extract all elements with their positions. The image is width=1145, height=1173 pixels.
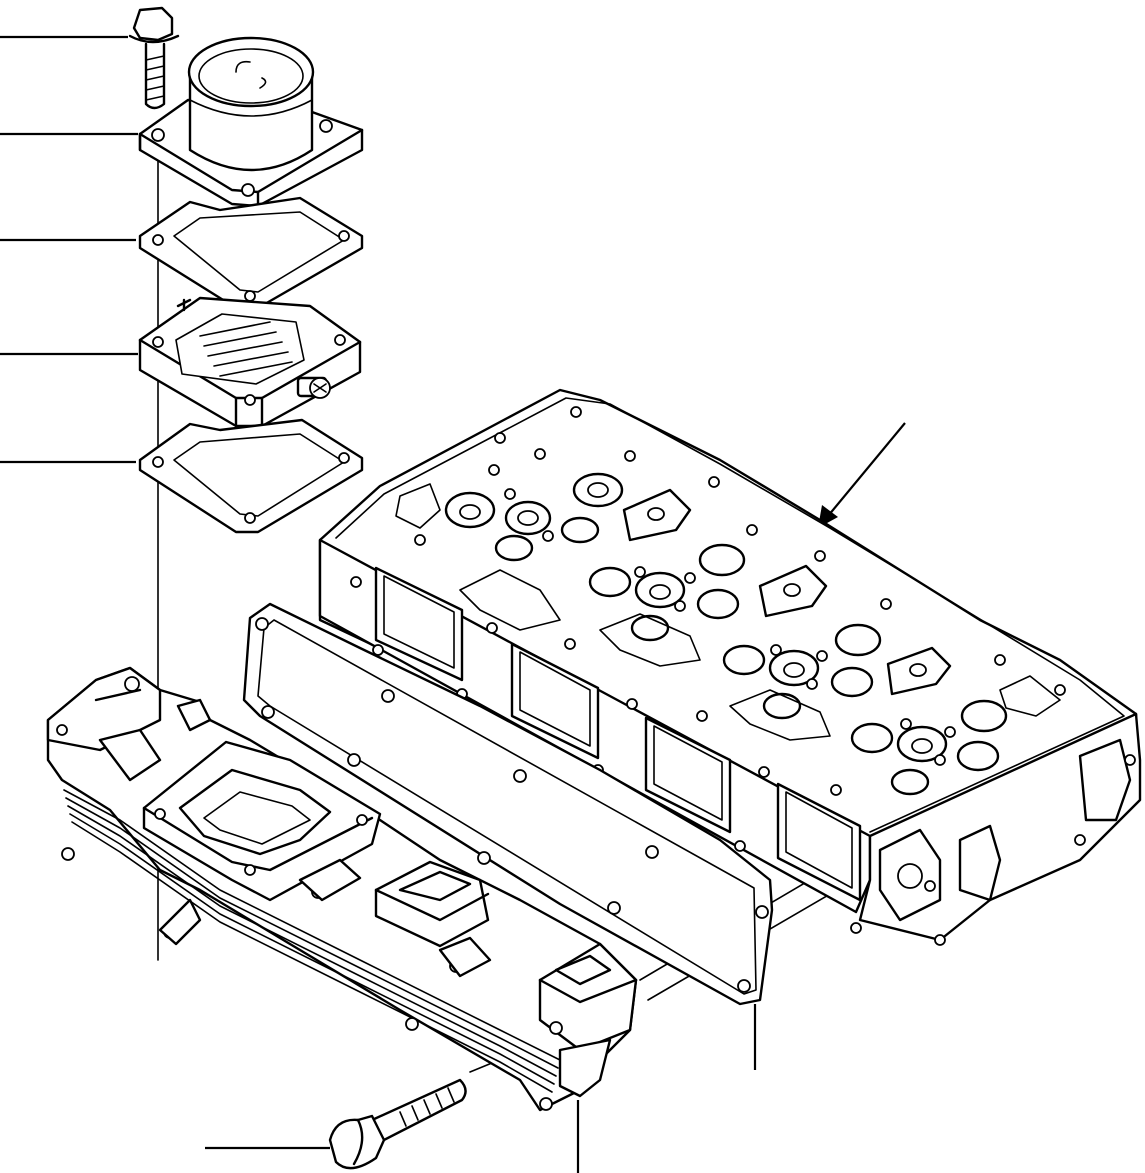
cylinder-2-cluster [588,488,746,642]
flange-bolt-icon [128,6,180,110]
cylinder-4-cluster [850,646,1008,796]
manifold-bolt-icon [328,1078,467,1170]
intake-connector-icon [138,36,364,208]
lower-gasket-icon [138,418,364,534]
cylinder-head-icon [318,388,1142,946]
intake-manifold-icon [46,666,638,1112]
leader-cylinder-head [827,422,906,517]
manifold-gasket-icon [242,602,774,1006]
cylinder-1-cluster [444,472,624,562]
intake-heater-icon [138,296,362,428]
cylinder-3-cluster [722,564,882,720]
upper-gasket-icon [138,196,364,310]
